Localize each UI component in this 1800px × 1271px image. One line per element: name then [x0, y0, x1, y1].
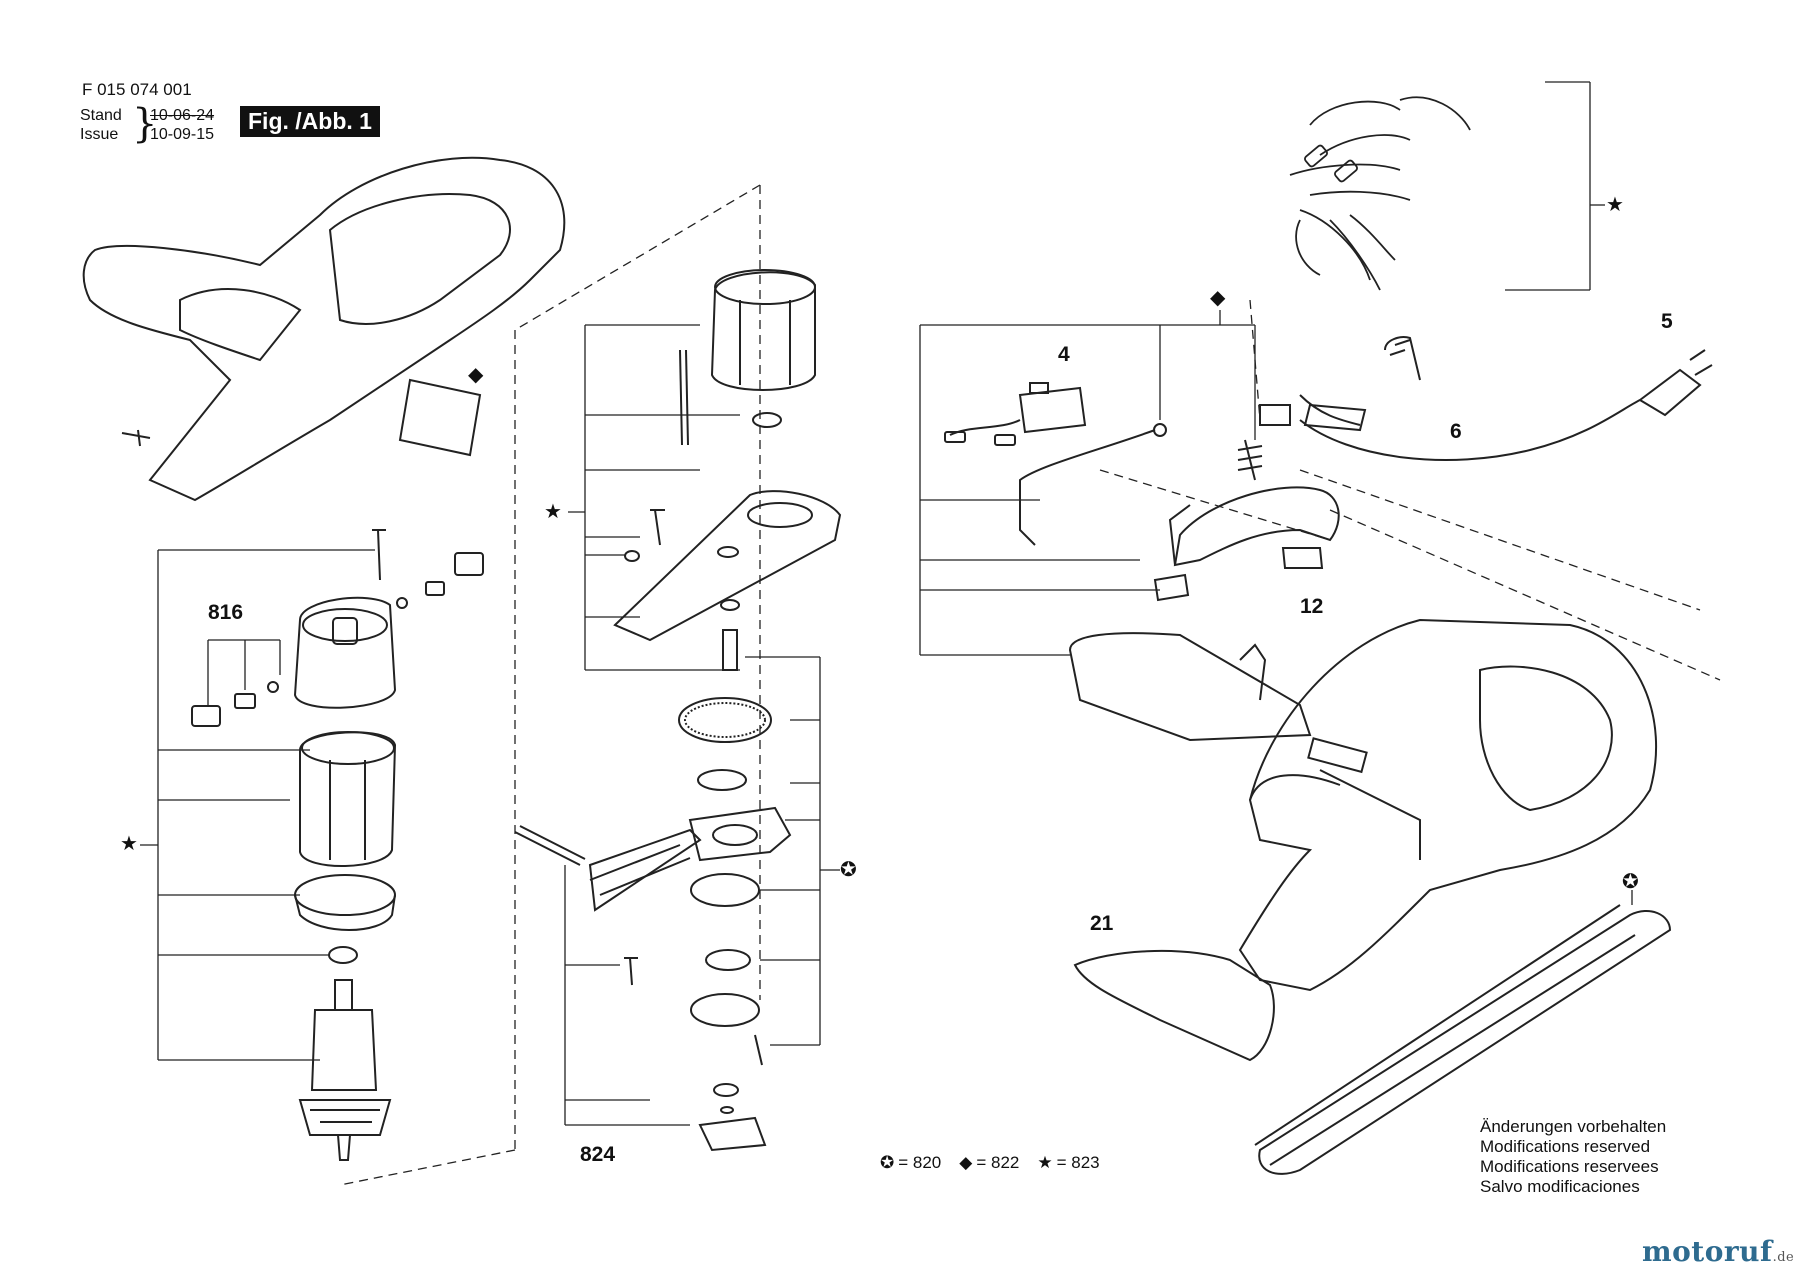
cable-clamp [1281, 547, 1324, 569]
motor-bracket-lines [140, 549, 375, 1061]
legend-item-822: ◆ = 822 [959, 1153, 1019, 1173]
brand-name: motoruf [1642, 1235, 1773, 1268]
part-label-4: 4 [1058, 343, 1070, 366]
diamond-icon: ◆ [1210, 287, 1226, 309]
circle-star-icon: ✪ [1622, 871, 1639, 893]
circle-star-icon: ✪ [880, 1153, 895, 1172]
stand-issue-labels: Stand Issue [80, 106, 122, 144]
stand-date: 10-06-24 [150, 107, 215, 124]
blade-guard [1073, 949, 1275, 1062]
part-label-21: 21 [1090, 912, 1114, 935]
legend-item-823: ★ = 823 [1037, 1153, 1099, 1173]
note-de: Änderungen vorbehalten [1480, 1117, 1667, 1136]
star-icon: ★ [1037, 1153, 1053, 1172]
legend-item-820: ✪ = 820 [880, 1153, 941, 1173]
blade-cover [1254, 904, 1672, 1175]
stand-label: Stand [80, 107, 122, 124]
note-en: Modifications reserved [1480, 1137, 1651, 1156]
blade-section [514, 825, 702, 986]
switch-bracket-lines [919, 310, 1256, 656]
note-es: Salvo modificaciones [1480, 1177, 1640, 1196]
brace-icon: } [132, 101, 158, 147]
legend-text: = 823 [1056, 1153, 1100, 1172]
stand-issue-dates: 10-06-24 10-09-15 [150, 106, 214, 144]
part-label-824: 824 [580, 1143, 616, 1166]
power-cable [1259, 336, 1713, 461]
armature [298, 979, 392, 1161]
star-icon: ★ [1606, 194, 1624, 216]
gear-plate [613, 490, 842, 642]
document-code: F 015 074 001 [82, 80, 192, 99]
gear-stack [678, 599, 792, 1152]
switch-rod [1019, 423, 1167, 546]
trigger [1153, 439, 1340, 602]
gear-stack-lines [745, 656, 840, 1046]
assembly-guide-lines [339, 184, 1721, 1186]
issue-date: 10-09-15 [150, 126, 215, 143]
blade-bracket-lines [564, 865, 690, 1126]
part-label-5: 5 [1661, 310, 1673, 333]
wiring-harness [1289, 96, 1471, 291]
watermark-logo: motoruf.de [1642, 1235, 1794, 1268]
brand-domain: .de [1772, 1250, 1795, 1265]
star-icon: ★ [544, 501, 562, 523]
part-label-6: 6 [1450, 420, 1462, 443]
handle-housing [1238, 618, 1658, 992]
brush-holder [191, 529, 484, 727]
diamond-icon: ◆ [468, 364, 484, 386]
stator [299, 731, 397, 867]
figure-label: Fig. /Abb. 1 [240, 106, 380, 137]
issue-label: Issue [80, 126, 119, 143]
legend-text: = 820 [898, 1153, 942, 1172]
gear-bracket-lines [568, 324, 740, 671]
modification-notes: Änderungen vorbehalten Modifications res… [1480, 1117, 1666, 1197]
part-label-816: 816 [208, 601, 244, 624]
gear-housing [679, 269, 816, 446]
diamond-icon: ◆ [959, 1153, 973, 1172]
star-icon: ★ [120, 833, 138, 855]
switch [944, 382, 1087, 446]
upper-housing [82, 156, 566, 502]
part-label-12: 12 [1300, 595, 1324, 618]
circle-star-icon: ✪ [840, 859, 857, 881]
legend-text: = 822 [976, 1153, 1020, 1172]
lower-housing [1068, 632, 1312, 742]
symbol-legend: ✪ = 820 ◆ = 822 ★ = 823 [880, 1153, 1100, 1173]
note-fr: Modifications reservees [1480, 1157, 1659, 1176]
harness-bracket-lines [1505, 81, 1605, 291]
bearing-cover [294, 874, 396, 931]
